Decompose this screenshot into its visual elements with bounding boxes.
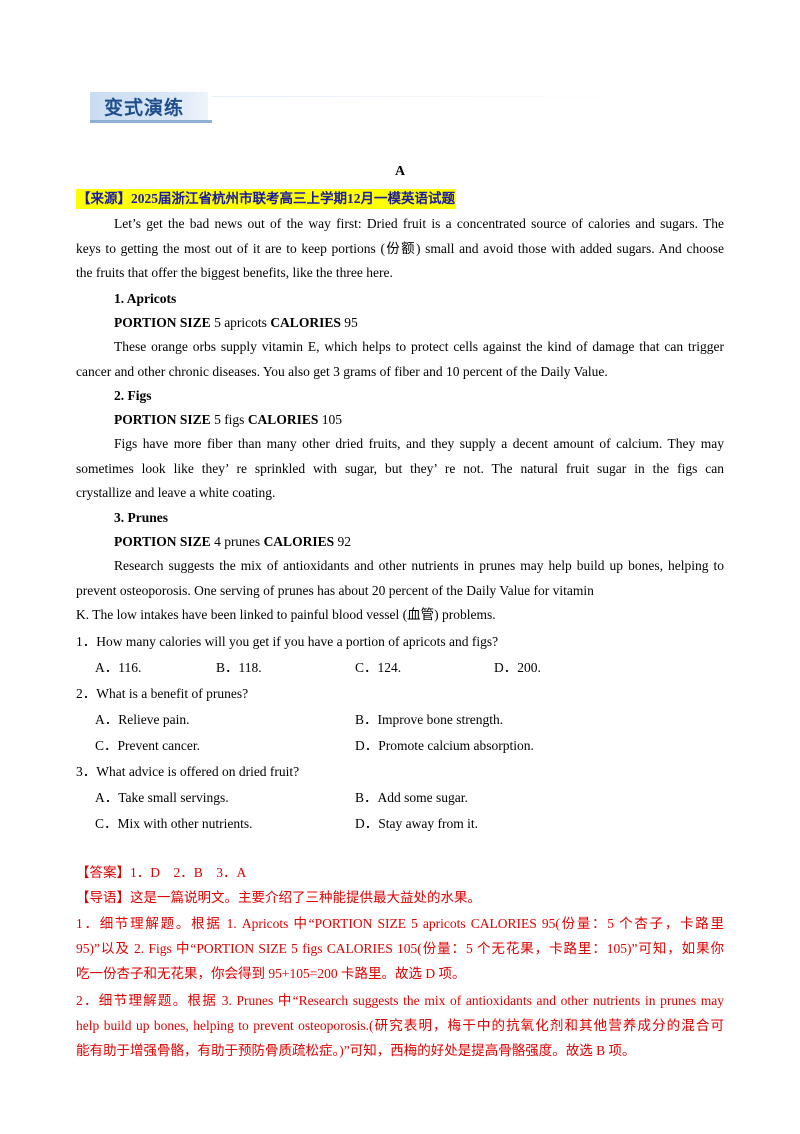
- fruit-description: Research suggests the mix of antioxidant…: [76, 554, 724, 628]
- fruit-description: Figs have more fiber than many other dri…: [76, 432, 724, 506]
- paragraph-line: Figs have more fiber than many other dri…: [114, 436, 724, 451]
- paragraph-line: prevent osteoporosis. One serving of pru…: [76, 582, 594, 598]
- explanation-2: 2．细节理解题。根据 3. Prunes 中“Research suggests…: [76, 988, 724, 1063]
- question-stem: 1．How many calories will you get if you …: [76, 634, 499, 649]
- paragraph-line: sometimes look like they’ re sprinkled w…: [76, 460, 724, 476]
- explanation-line: 1．细节理解题。根据 1. Apricots 中“PORTION SIZE 5 …: [76, 916, 724, 931]
- option-a: A．116.: [95, 660, 142, 675]
- explanation-line: help build up bones, helping to prevent …: [76, 1018, 724, 1033]
- option-b: B．Add some sugar.: [355, 790, 468, 805]
- portion-value: 5 figs: [210, 412, 248, 427]
- calories-value: 105: [318, 412, 342, 427]
- option-d: D．200.: [494, 660, 541, 675]
- paragraph-line: K. The low intakes have been linked to p…: [76, 607, 496, 622]
- option-b: B．Improve bone strength.: [355, 712, 504, 727]
- portion-line: PORTION SIZE 4 prunes CALORIES 92: [114, 532, 351, 552]
- paragraph-line: keys to getting the most out of it are t…: [76, 240, 724, 256]
- banner-underline: [90, 120, 212, 123]
- portion-value: 5 apricots: [210, 315, 271, 330]
- portion-line: PORTION SIZE 5 figs CALORIES 105: [114, 410, 342, 430]
- calories-value: 95: [340, 315, 358, 330]
- paragraph-line: Let’s get the bad news out of the way fi…: [114, 216, 724, 231]
- explanation-line: 2．细节理解题。根据 3. Prunes 中“Research suggests…: [76, 993, 724, 1008]
- calories-label: CALORIES: [270, 315, 341, 330]
- explanation-line: 吃一份杏子和无花果，你会得到 95+105=200 卡路里。故选 D 项。: [76, 966, 466, 981]
- calories-label: CALORIES: [247, 412, 319, 427]
- intro-paragraph: Let’s get the bad news out of the way fi…: [76, 212, 724, 286]
- portion-label: PORTION SIZE: [114, 315, 211, 330]
- banner-divider: [212, 96, 652, 97]
- answer-line: 【答案】1．D 2．B 3．A: [76, 865, 247, 880]
- portion-line: PORTION SIZE 5 apricots CALORIES 95: [114, 313, 358, 333]
- explanation-line: 95)”以及 2. Figs 中“PORTION SIZE 5 figs CAL…: [76, 941, 724, 956]
- option-c: C．Prevent cancer.: [95, 738, 200, 753]
- paragraph-line: the fruits that offer the biggest benefi…: [76, 265, 393, 280]
- explanation-line: 能有助于增强骨骼，有助于预防骨质疏松症。)”可知，西梅的好处是提高骨骼强度。故选…: [76, 1043, 636, 1058]
- option-d: D．Promote calcium absorption.: [355, 738, 534, 753]
- option-a: A．Relieve pain.: [95, 712, 190, 727]
- paragraph-line: crystallize and leave a white coating.: [76, 485, 276, 500]
- banner-title: 变式演练: [104, 97, 185, 119]
- portion-value: 4 prunes: [210, 534, 264, 549]
- paragraph-line: Research suggests the mix of antioxidant…: [114, 558, 724, 573]
- option-c: C．124.: [355, 660, 402, 675]
- fruit-heading: 2. Figs: [114, 388, 152, 403]
- calories-value: 92: [334, 534, 351, 549]
- portion-label: PORTION SIZE: [114, 412, 211, 427]
- source-line: 【来源】2025届浙江省杭州市联考高三上学期12月一模英语试题: [76, 189, 456, 209]
- portion-label: PORTION SIZE: [114, 534, 211, 549]
- paragraph-line: cancer and other chronic diseases. You a…: [76, 363, 608, 379]
- question-stem: 3．What advice is offered on dried fruit?: [76, 764, 300, 779]
- fruit-heading: 1. Apricots: [114, 291, 177, 306]
- banner-background: [90, 92, 208, 120]
- fruit-heading: 3. Prunes: [114, 510, 168, 525]
- question-stem: 2．What is a benefit of prunes?: [76, 686, 249, 701]
- option-c: C．Mix with other nutrients.: [95, 816, 253, 831]
- passage-letter: A: [394, 164, 406, 179]
- fruit-description: These orange orbs supply vitamin E, whic…: [76, 335, 724, 384]
- section-banner: 变式演练: [90, 90, 212, 126]
- explanation-1: 1．细节理解题。根据 1. Apricots 中“PORTION SIZE 5 …: [76, 911, 724, 986]
- option-b: B．118.: [216, 660, 262, 675]
- option-a: A．Take small servings.: [95, 790, 229, 805]
- calories-label: CALORIES: [263, 534, 335, 549]
- guide-line: 【导语】这是一篇说明文。主要介绍了三种能提供最大益处的水果。: [76, 890, 481, 905]
- option-d: D．Stay away from it.: [355, 816, 478, 831]
- paragraph-line: These orange orbs supply vitamin E, whic…: [114, 339, 724, 354]
